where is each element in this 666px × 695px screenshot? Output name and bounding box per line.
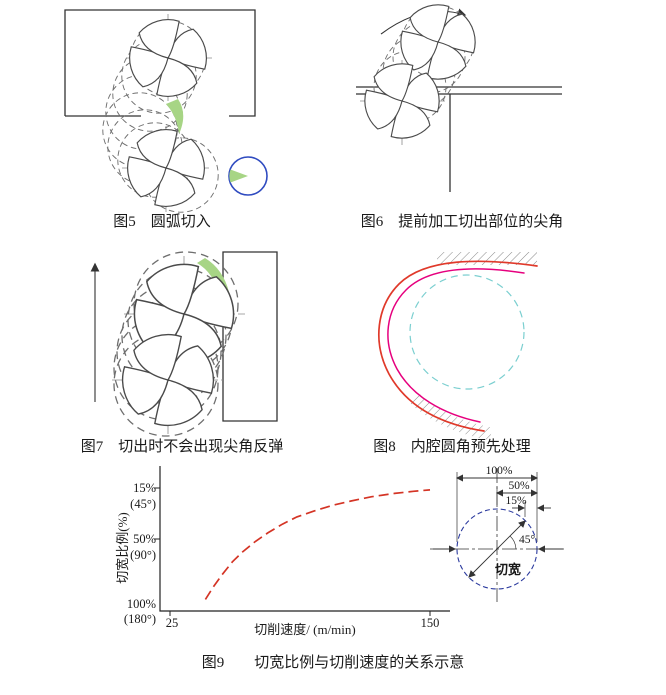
axes-path (159, 466, 450, 612)
angle-arc (509, 535, 517, 550)
figure-7-caption: 图7 切出时不会出现尖角反弹 (81, 438, 284, 455)
corner-tool-circle (409, 274, 525, 390)
x-tick-label-150: 150 (421, 616, 440, 630)
angle-label: 45° (519, 534, 536, 546)
figure-7: 图7 切出时不会出现尖角反弹 (81, 251, 284, 455)
figure-9: 15% (45°) 50% (90°) 100% (180°) 25 150 切… (115, 465, 564, 671)
speed-ratio-curve (204, 489, 431, 600)
figure-8: 图8 内腔圆角预先处理 (373, 252, 538, 455)
figure-5-caption: 图5 圆弧切入 (113, 213, 211, 230)
final-contour-curve (378, 260, 538, 432)
figure-6-caption: 图6 提前加工切出部位的尖角 (361, 213, 564, 230)
milling-cutter (130, 20, 207, 97)
y-tick-label-15-pct: 15% (133, 481, 156, 495)
figure-6: 图6 提前加工切出部位的尖角 (356, 5, 563, 230)
cut-width-inset: 100% 50% 15% 45° 切宽 (430, 465, 564, 602)
width-label: 切宽 (495, 562, 521, 577)
y-tick-label-50-deg: (90°) (130, 548, 156, 562)
uncut-cusp-highlight (166, 99, 184, 134)
y-axis-title: 切宽比例(%) (115, 512, 130, 584)
y-axis-ticks (154, 487, 160, 540)
dim-label-50: 50% (508, 480, 530, 492)
y-tick-label-15-deg: (45°) (130, 497, 156, 511)
entry-sector (229, 169, 248, 183)
milling-cutter (123, 335, 214, 426)
workpiece-rect (222, 251, 278, 422)
x-tick-label-25: 25 (166, 616, 179, 630)
milling-cutter (128, 130, 205, 207)
x-axis-ticks (169, 611, 431, 616)
milling-cutter (365, 64, 439, 138)
x-axis-title: 切削速度/ (m/min) (254, 622, 355, 637)
dim-label-15: 15% (505, 495, 527, 507)
figure-5: 图5 圆弧切入 (64, 9, 268, 230)
figure-8-caption: 图8 内腔圆角预先处理 (373, 438, 531, 455)
figure-9-caption: 图9 切宽比例与切削速度的关系示意 (202, 653, 465, 671)
pretreated-contour-curve (387, 268, 525, 423)
hatch-band-bottom (407, 391, 493, 441)
arc-entry-indicator (228, 156, 268, 196)
y-tick-label-100-deg: (180°) (124, 612, 156, 626)
entry-circle (228, 156, 268, 196)
workpiece-outline (64, 9, 256, 117)
y-tick-label-100-pct: 100% (127, 597, 156, 611)
engagement-diagonal-arrow (468, 520, 526, 578)
dim-label-100: 100% (486, 465, 513, 477)
y-tick-label-50-pct: 50% (133, 532, 156, 546)
